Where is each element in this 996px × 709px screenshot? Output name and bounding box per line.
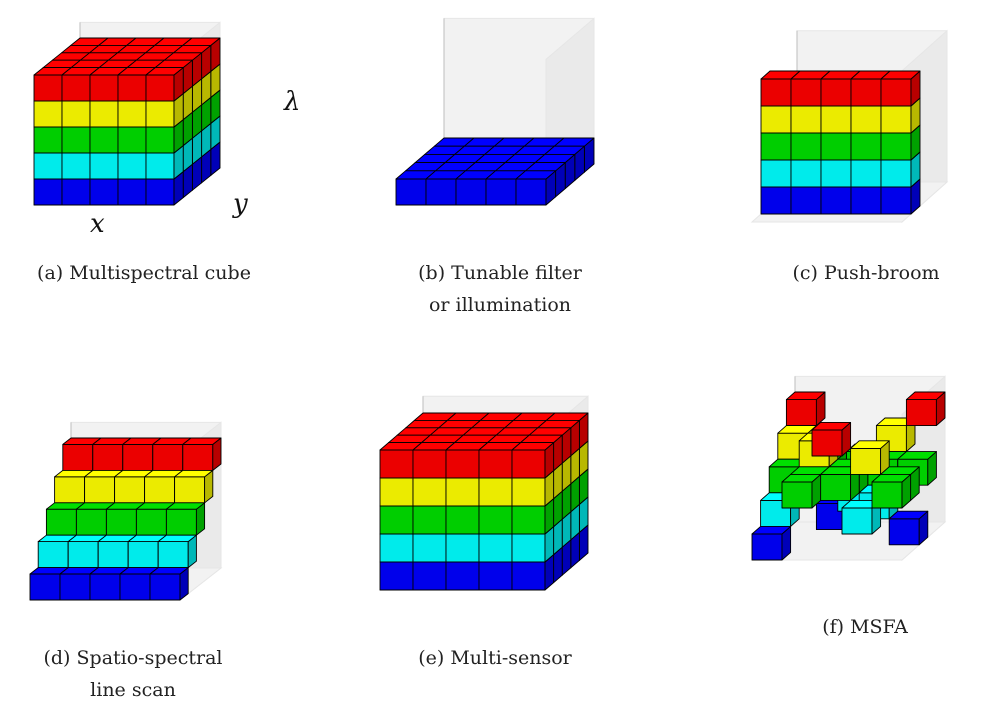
voxel-cube (145, 67, 184, 102)
caption-a-line-1: (a) Multispectral cube (37, 262, 251, 284)
voxel-cube (157, 534, 197, 569)
panel-multispectral-cube: x y λ (a) Multispectral cube (32, 21, 300, 284)
voxel-cube (811, 421, 852, 457)
voxel-cube (165, 502, 206, 536)
voxel-cube (182, 437, 222, 471)
caption-f-line-1: (f) MSFA (822, 616, 908, 638)
voxel-cube (841, 499, 882, 535)
voxel-cube (785, 391, 826, 427)
voxel-cube (174, 469, 214, 504)
voxel-cube (880, 70, 921, 107)
panel-tunable-filter: (b) Tunable filter or illumination (394, 17, 596, 316)
y-axis-label: y (232, 189, 248, 219)
caption-d-line-2: line scan (90, 679, 176, 701)
x-axis-label: x (90, 209, 105, 239)
caption-d-line-1: (d) Spatio-spectral (43, 647, 222, 669)
voxel-cube (850, 440, 890, 475)
voxel-cube (888, 510, 929, 546)
panel-spatio-spectral-line-scan: (d) Spatio-spectral line scan (28, 421, 223, 701)
voxel-cube (511, 442, 555, 479)
voxel-cube (871, 473, 912, 509)
panel-multi-sensor: (e) Multi-sensor (378, 395, 590, 669)
voxel-cube (781, 473, 822, 509)
voxel-cube (820, 466, 860, 501)
voxel-cube (149, 567, 189, 601)
caption-e-line-1: (e) Multi-sensor (418, 647, 572, 669)
voxel-cube (751, 525, 792, 561)
caption-b-line-2: or illumination (429, 294, 571, 316)
caption-c-line-1: (c) Push-broom (792, 262, 939, 284)
voxel-cube (905, 391, 946, 427)
voxel-cube (515, 170, 557, 206)
lambda-axis-label: λ (283, 87, 300, 117)
panel-push-broom: (c) Push-broom (750, 29, 949, 284)
caption-b-line-1: (b) Tunable filter (418, 262, 583, 284)
panel-msfa: (f) MSFA (750, 375, 947, 638)
